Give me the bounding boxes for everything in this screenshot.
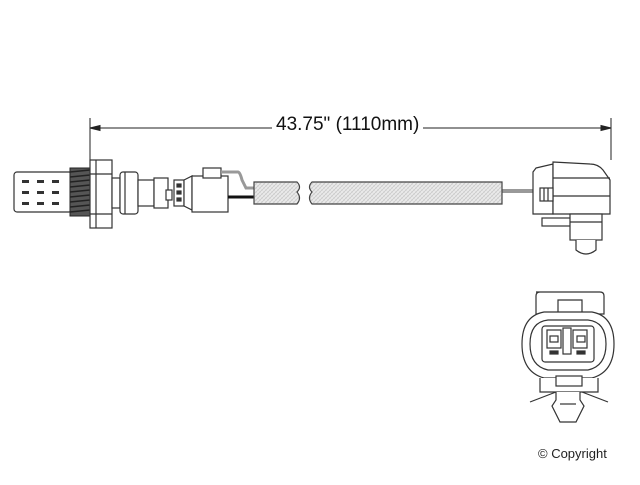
braided-sleeve [253, 181, 503, 205]
dimension-label: 43.75" (1110mm) [272, 114, 424, 136]
side-connector [532, 161, 611, 255]
sensor-shell [111, 171, 193, 215]
threaded-body [69, 167, 91, 217]
copyright-notice: © Copyright [538, 446, 607, 461]
wires [221, 170, 533, 199]
wire-grommet [191, 167, 229, 213]
sensor-tip [13, 171, 73, 213]
front-connector-view [521, 291, 615, 423]
hex-nut [89, 159, 113, 229]
